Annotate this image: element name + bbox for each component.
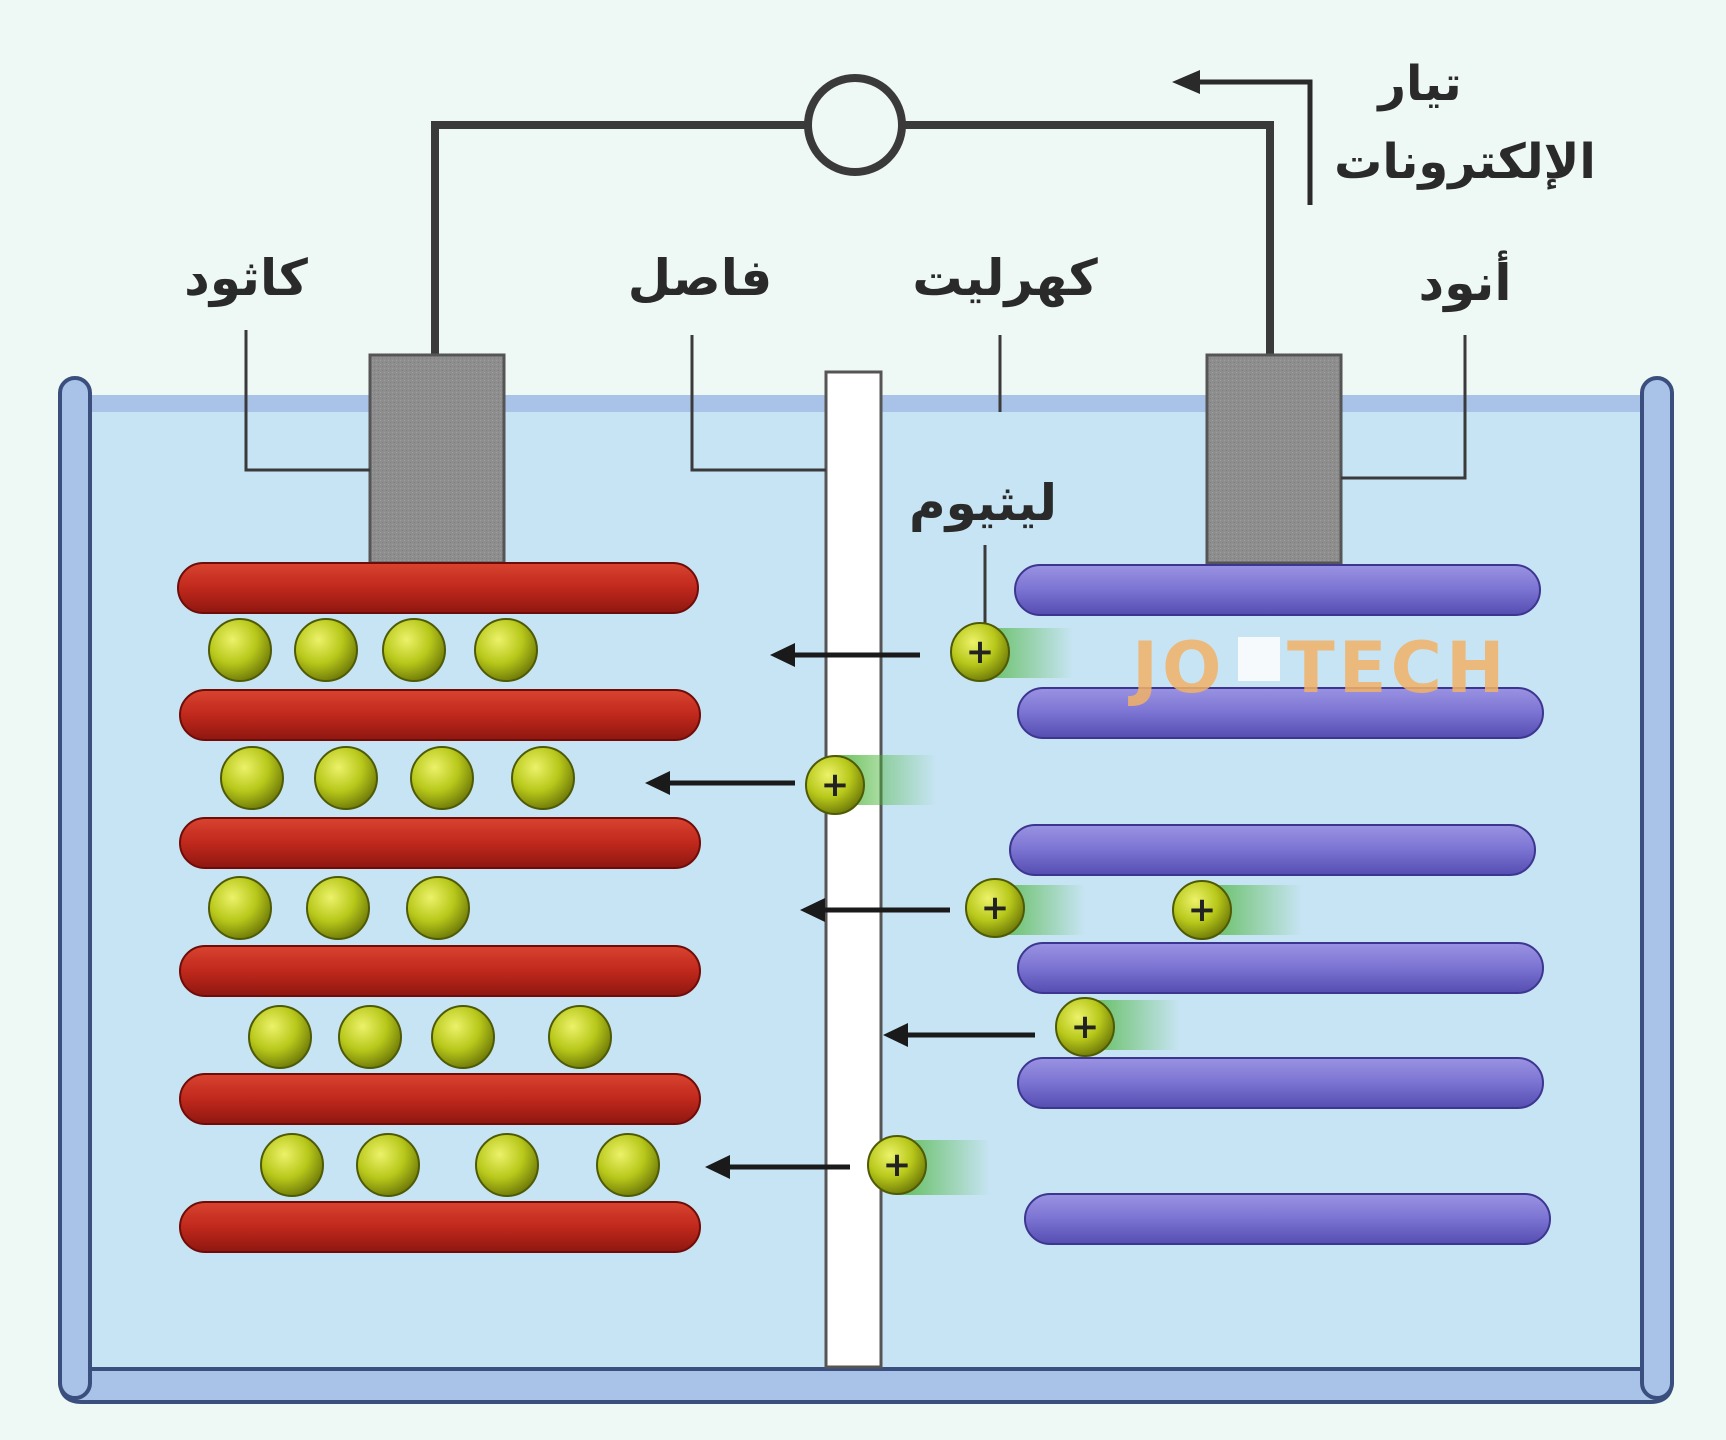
lithium-sphere: [338, 1005, 402, 1069]
arrow-left-icon: [883, 1023, 908, 1047]
lithium-sphere: [548, 1005, 612, 1069]
cathode-plate: [179, 945, 701, 997]
electron-current-arrow: [1172, 70, 1313, 205]
lithium-spheres-intercalated: [208, 618, 660, 1197]
lithium-sphere: [314, 746, 378, 810]
lithium-sphere: [208, 618, 272, 682]
anode-plate: [1017, 942, 1544, 994]
plus-sign-icon: +: [981, 888, 1010, 928]
lithium-sphere: [596, 1133, 660, 1197]
lithium-sphere: [474, 618, 538, 682]
cathode-plate: [179, 1073, 701, 1125]
cathode-terminal: [368, 353, 506, 565]
plus-sign-icon: +: [1188, 890, 1217, 930]
lithium-ion: [950, 622, 1010, 682]
plus-sign-icon: +: [1071, 1007, 1100, 1047]
anode-label: أنود: [1419, 250, 1512, 313]
electron-current-label-line1: تيار: [1376, 56, 1461, 112]
arrow-left-icon: [800, 898, 825, 922]
lithium-sphere: [382, 618, 446, 682]
plus-sign-icon: +: [883, 1145, 912, 1185]
leader-lines: [244, 330, 1467, 625]
lithium-sphere: [356, 1133, 420, 1197]
lithium-sphere: [208, 876, 272, 940]
arrow-left-icon: [705, 1155, 730, 1179]
arrow-left-icon: [770, 643, 795, 667]
anode-plate: [1009, 824, 1536, 876]
cathode-plate: [177, 562, 699, 614]
lithium-ion: [805, 755, 865, 815]
lithium-ions-moving: + + + + + +: [805, 622, 1302, 1195]
lithium-sphere: [410, 746, 474, 810]
cathode-plate: [179, 1201, 701, 1253]
ion-direction-arrows: [645, 643, 1035, 1179]
arrow-left-icon: [1172, 70, 1200, 94]
watermark: JO TECH: [1128, 627, 1509, 709]
watermark-right: TECH: [1287, 627, 1509, 709]
lithium-label: ليثيوم: [909, 474, 1057, 533]
arrow-left-icon: [645, 771, 670, 795]
anode-plate: [1017, 1057, 1544, 1109]
plus-sign-icon: +: [821, 765, 850, 805]
lithium-sphere: [306, 876, 370, 940]
external-circuit: [431, 74, 1274, 355]
plus-sign-icon: +: [966, 632, 995, 672]
separator: [824, 370, 883, 1369]
lamp-circle-icon: [804, 74, 906, 176]
cathode-plates: [177, 562, 701, 1253]
lithium-sphere: [511, 746, 575, 810]
cathode-label: كاثود: [184, 249, 309, 308]
anode-plates: [1009, 564, 1551, 1245]
lithium-ion: [867, 1135, 927, 1195]
lithium-ion: [1172, 880, 1232, 940]
lithium-sphere: [260, 1133, 324, 1197]
anode-plate: [1017, 687, 1544, 739]
cathode-plate: [179, 689, 701, 741]
lithium-ion: [965, 878, 1025, 938]
cathode-plate: [179, 817, 701, 869]
lithium-sphere: [475, 1133, 539, 1197]
electron-current-label-line2: الإلكترونات: [1334, 134, 1596, 190]
watermark-logo-square: [1238, 637, 1280, 681]
anode-plate: [1014, 564, 1541, 616]
separator-label: فاصل: [628, 249, 772, 307]
watermark-left: JO: [1128, 627, 1226, 709]
lithium-sphere: [406, 876, 470, 940]
electrolyte-label: كهرليت: [912, 249, 1098, 308]
lithium-sphere: [220, 746, 284, 810]
anode-terminal: [1205, 353, 1343, 565]
lithium-sphere: [431, 1005, 495, 1069]
lithium-ion: [1055, 997, 1115, 1057]
lithium-sphere: [248, 1005, 312, 1069]
anode-plate: [1024, 1193, 1551, 1245]
lithium-sphere: [294, 618, 358, 682]
